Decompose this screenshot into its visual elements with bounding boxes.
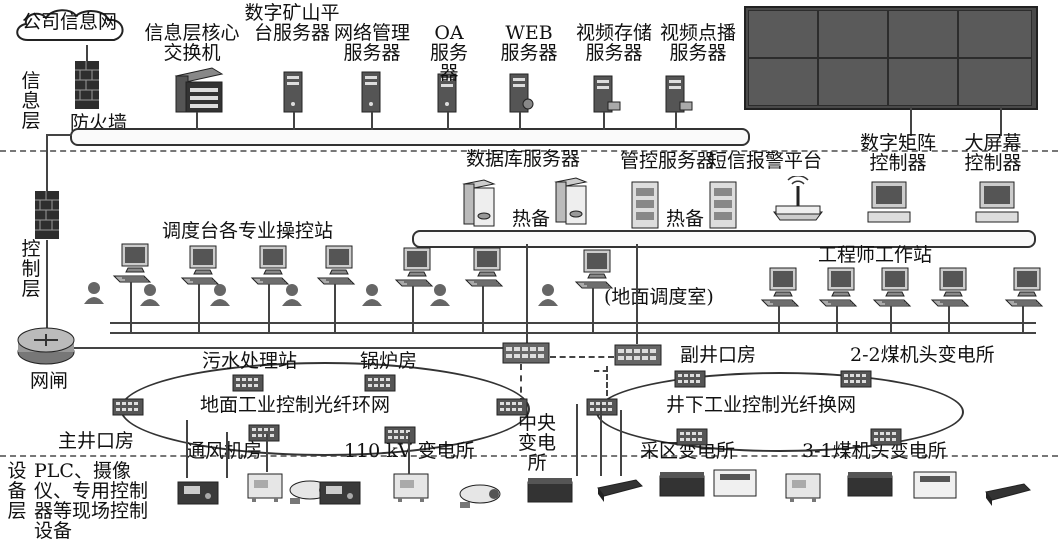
matrix-ctrl-computer-icon xyxy=(866,180,914,228)
workstation-monitor-icon xyxy=(180,244,220,286)
web-server-icon xyxy=(508,72,534,114)
field-device-icon xyxy=(912,468,960,500)
central-sub-label: 中央变电所 xyxy=(512,414,562,474)
field-device-icon xyxy=(176,478,222,510)
sewage-label: 污水处理站 xyxy=(202,352,297,372)
workstation-monitor-icon xyxy=(760,266,800,308)
workstation-monitor-icon xyxy=(250,244,290,286)
operator-icon xyxy=(282,284,302,306)
field-device-icon xyxy=(782,470,826,506)
ring-switch-icon xyxy=(248,424,282,444)
digital-mine-server-icon xyxy=(282,70,304,114)
field-device-icon xyxy=(846,468,894,502)
bigscreen-ctrl-computer-icon xyxy=(974,180,1022,228)
hot-standby-2-label: 热备 xyxy=(666,210,704,230)
workstation-monitor-icon xyxy=(872,266,912,308)
video-storage-server-icon xyxy=(592,74,622,114)
workstation-monitor-icon xyxy=(316,244,356,286)
dispatch-stations-label: 调度台各专业操控站 xyxy=(162,222,333,242)
matrix-ctrl-label: 数字矩阵控制器 xyxy=(858,134,938,174)
control-server-bus xyxy=(412,230,1036,248)
core-switch-icon xyxy=(172,66,224,114)
web-label: WEB服务器 xyxy=(500,24,558,64)
operator-icon xyxy=(538,284,558,306)
vod-server-icon xyxy=(664,74,694,114)
workstation-monitor-icon xyxy=(1004,266,1044,308)
video-storage-label: 视频存储服务器 xyxy=(574,24,654,64)
ring-switch-icon xyxy=(232,374,266,394)
field-device-icon xyxy=(658,468,706,502)
coal-2-2-label: 2-2煤机头变电所 xyxy=(850,346,995,366)
operator-icon xyxy=(362,284,382,306)
aux-shaft-label: 副井口房 xyxy=(680,346,756,366)
info-layer-bus xyxy=(70,128,750,146)
field-device-icon xyxy=(984,478,1034,508)
ring-switch-icon xyxy=(364,374,398,394)
digital-mine-label: 数字矿山平台服务器 xyxy=(238,4,346,44)
underground-ring-label: 井下工业控制光纤换网 xyxy=(666,396,856,416)
hot-standby-1-label: 热备 xyxy=(512,210,550,230)
ventilation-label: 通风机房 xyxy=(186,442,262,462)
mgmt-server-label: 管控服务器 xyxy=(620,152,715,172)
oa-label: OA服务器 xyxy=(428,24,470,84)
core-switch-label: 信息层核心交换机 xyxy=(138,24,246,64)
ground-ring-label: 地面工业控制光纤环网 xyxy=(200,396,390,416)
ground-dispatch-label: (地面调度室) xyxy=(604,288,714,308)
boiler-label: 锅炉房 xyxy=(360,352,417,372)
gateway-router-icon xyxy=(16,326,76,366)
workstation-monitor-icon xyxy=(574,248,614,290)
ring-switch-icon xyxy=(840,370,874,390)
db-server-a-icon xyxy=(458,178,498,230)
ring-switch-icon xyxy=(676,428,710,448)
ring-switch-icon xyxy=(112,398,146,418)
field-device-icon xyxy=(526,474,576,506)
ring-switch-icon xyxy=(384,426,418,446)
sms-alarm-device-icon xyxy=(770,176,826,222)
bigscreen-ctrl-label: 大屏幕控制器 xyxy=(960,134,1026,174)
device-layer-label: 设备层 xyxy=(6,462,28,522)
field-devices-label: PLC、摄像仪、专用控制器等现场控制设备 xyxy=(34,462,166,542)
operator-icon xyxy=(430,284,450,306)
operator-icon xyxy=(84,282,104,304)
ring-switch-icon xyxy=(870,428,904,448)
underground-core-switch-icon xyxy=(614,344,662,366)
gateway-label: 网闸 xyxy=(30,372,68,392)
db-server-b-icon xyxy=(550,176,590,228)
main-shaft-label: 主井口房 xyxy=(58,432,134,452)
workstation-monitor-icon xyxy=(930,266,970,308)
field-device-icon xyxy=(244,470,288,506)
ring-switch-icon xyxy=(586,398,620,418)
workstation-monitor-icon xyxy=(818,266,858,308)
workstation-monitor-icon xyxy=(112,242,152,284)
mgmt-server-a-icon xyxy=(630,180,662,230)
ring-switch-icon xyxy=(496,398,530,418)
video-wall-display xyxy=(744,6,1038,110)
workstation-monitor-icon xyxy=(394,246,434,288)
network-mgmt-server-icon xyxy=(360,70,382,114)
firewall-icon xyxy=(74,60,100,110)
operator-icon xyxy=(140,284,160,306)
operator-icon xyxy=(210,284,230,306)
field-device-icon xyxy=(596,474,646,504)
info-layer-label: 信息层 xyxy=(20,72,42,132)
field-device-icon xyxy=(456,478,506,512)
ring-switch-icon xyxy=(674,370,708,390)
vod-label: 视频点播服务器 xyxy=(658,24,738,64)
workstation-monitor-icon xyxy=(464,246,504,288)
field-device-icon xyxy=(712,466,760,500)
network-mgmt-label: 网络管理服务器 xyxy=(334,24,410,64)
field-device-icon xyxy=(390,470,434,506)
engineer-station-label: 工程师工作站 xyxy=(818,246,932,266)
ground-core-switch-icon xyxy=(502,342,550,364)
control-firewall-icon xyxy=(34,190,60,240)
field-device-icon xyxy=(318,478,364,510)
mgmt-server-b-icon xyxy=(708,180,740,230)
control-layer-label: 控制层 xyxy=(20,240,42,300)
db-server-label: 数据库服务器 xyxy=(466,150,580,170)
company-net-label: 公司信息网 xyxy=(22,13,117,33)
sms-alarm-label: 短信报警平台 xyxy=(708,152,822,172)
